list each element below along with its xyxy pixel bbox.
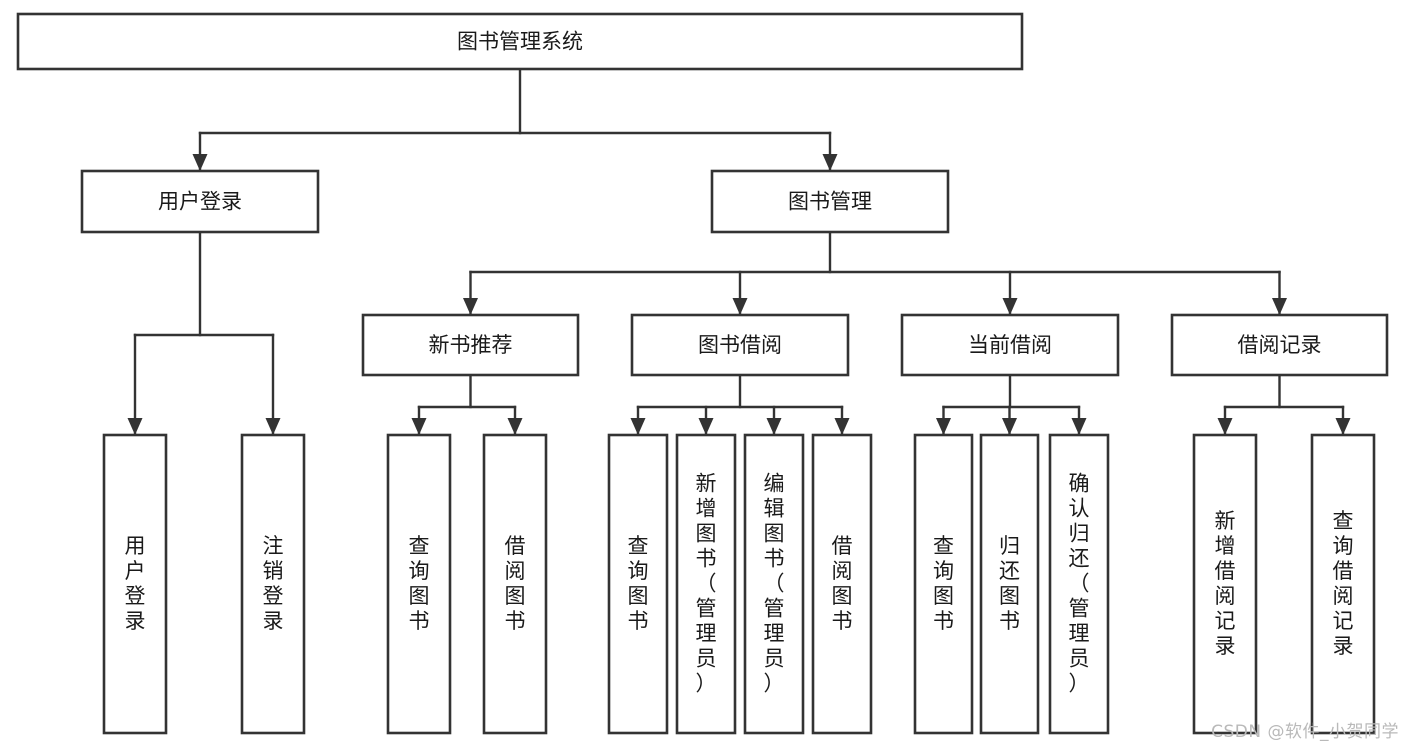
node-box (386, 433, 452, 735)
arrow-head-icon (1071, 418, 1087, 435)
node-current-borrow[interactable]: 当前借阅 (900, 313, 1120, 377)
arrow-head-icon (265, 418, 281, 435)
node-box (1048, 433, 1110, 735)
node-leaf-edit-book-admin[interactable]: 编辑图书（管理员） (743, 433, 805, 735)
node-box (630, 313, 850, 377)
node-label: 确认归还（管理员） (1069, 472, 1090, 696)
arrow-head-icon (192, 154, 208, 171)
node-box (1170, 313, 1389, 377)
arrow-head-icon (127, 418, 143, 435)
node-label: 用户登录 (125, 534, 146, 633)
node-box (80, 169, 320, 234)
node-layer: 图书管理系统用户登录图书管理新书推荐图书借阅当前借阅借阅记录用户登录注销登录查询… (16, 12, 1389, 735)
node-box (361, 313, 580, 377)
node-user-login[interactable]: 用户登录 (80, 169, 320, 234)
node-box (900, 313, 1120, 377)
node-root[interactable]: 图书管理系统 (16, 12, 1024, 71)
arrow-head-icon (936, 418, 951, 435)
node-box (675, 433, 737, 735)
node-box (1192, 433, 1258, 735)
node-leaf-borrow-book-recommend[interactable]: 借阅图书 (482, 433, 548, 735)
node-label: 图书管理 (788, 190, 872, 214)
node-label: 查询图书 (933, 534, 954, 633)
node-leaf-query-book-recommend[interactable]: 查询图书 (386, 433, 452, 735)
arrow-head-icon (698, 418, 714, 435)
node-label: 借阅记录 (1238, 333, 1322, 357)
node-box (16, 12, 1024, 71)
node-leaf-user-logout[interactable]: 注销登录 (240, 433, 306, 735)
arrow-head-icon (1002, 418, 1017, 435)
node-box (743, 433, 805, 735)
arrow-head-icon (822, 154, 838, 171)
arrow-head-icon (732, 298, 748, 315)
node-label: 查询图书 (628, 534, 649, 633)
arrow-head-icon (1217, 418, 1233, 435)
node-label: 新书推荐 (429, 333, 513, 357)
node-label: 注销登录 (263, 534, 284, 633)
node-new-book-recommend[interactable]: 新书推荐 (361, 313, 580, 377)
node-box (240, 433, 306, 735)
arrow-head-icon (1272, 298, 1287, 315)
node-label: 编辑图书（管理员） (764, 472, 785, 696)
arrow-head-icon (1002, 298, 1018, 315)
node-leaf-return-book[interactable]: 归还图书 (979, 433, 1040, 735)
node-leaf-confirm-return-admin[interactable]: 确认归还（管理员） (1048, 433, 1110, 735)
node-leaf-borrow-book[interactable]: 借阅图书 (811, 433, 873, 735)
node-leaf-query-book-current[interactable]: 查询图书 (913, 433, 974, 735)
node-label: 当前借阅 (968, 333, 1052, 357)
node-label: 归还图书 (999, 534, 1020, 633)
node-label: 图书借阅 (698, 333, 782, 357)
node-label: 借阅图书 (505, 534, 526, 633)
node-label: 用户登录 (158, 190, 242, 214)
node-leaf-user-login[interactable]: 用户登录 (102, 433, 168, 735)
node-box (710, 169, 950, 234)
node-label: 查询借阅记录 (1333, 509, 1354, 658)
arrow-head-icon (630, 418, 646, 435)
node-book-manage[interactable]: 图书管理 (710, 169, 950, 234)
node-label: 图书管理系统 (457, 30, 583, 54)
node-box (607, 433, 669, 735)
arrow-head-icon (834, 418, 850, 435)
node-box (1310, 433, 1376, 735)
arrow-head-icon (463, 298, 478, 315)
arrow-head-icon (1335, 418, 1351, 435)
node-leaf-add-book-admin[interactable]: 新增图书（管理员） (675, 433, 737, 735)
arrow-head-icon (766, 418, 782, 435)
node-box (811, 433, 873, 735)
node-label: 借阅图书 (832, 534, 853, 633)
arrow-head-icon (411, 418, 427, 435)
node-box (979, 433, 1040, 735)
node-borrow-record[interactable]: 借阅记录 (1170, 313, 1389, 377)
connector-layer (127, 67, 1351, 437)
node-label: 新增图书（管理员） (696, 472, 717, 696)
node-book-borrow[interactable]: 图书借阅 (630, 313, 850, 377)
node-box (482, 433, 548, 735)
node-leaf-query-book-borrow[interactable]: 查询图书 (607, 433, 669, 735)
node-leaf-add-borrow-record[interactable]: 新增借阅记录 (1192, 433, 1258, 735)
arrow-head-icon (507, 418, 523, 435)
node-label: 查询图书 (409, 534, 430, 633)
node-label: 新增借阅记录 (1215, 509, 1236, 658)
node-leaf-query-borrow-record[interactable]: 查询借阅记录 (1310, 433, 1376, 735)
node-box (102, 433, 168, 735)
node-box (913, 433, 974, 735)
